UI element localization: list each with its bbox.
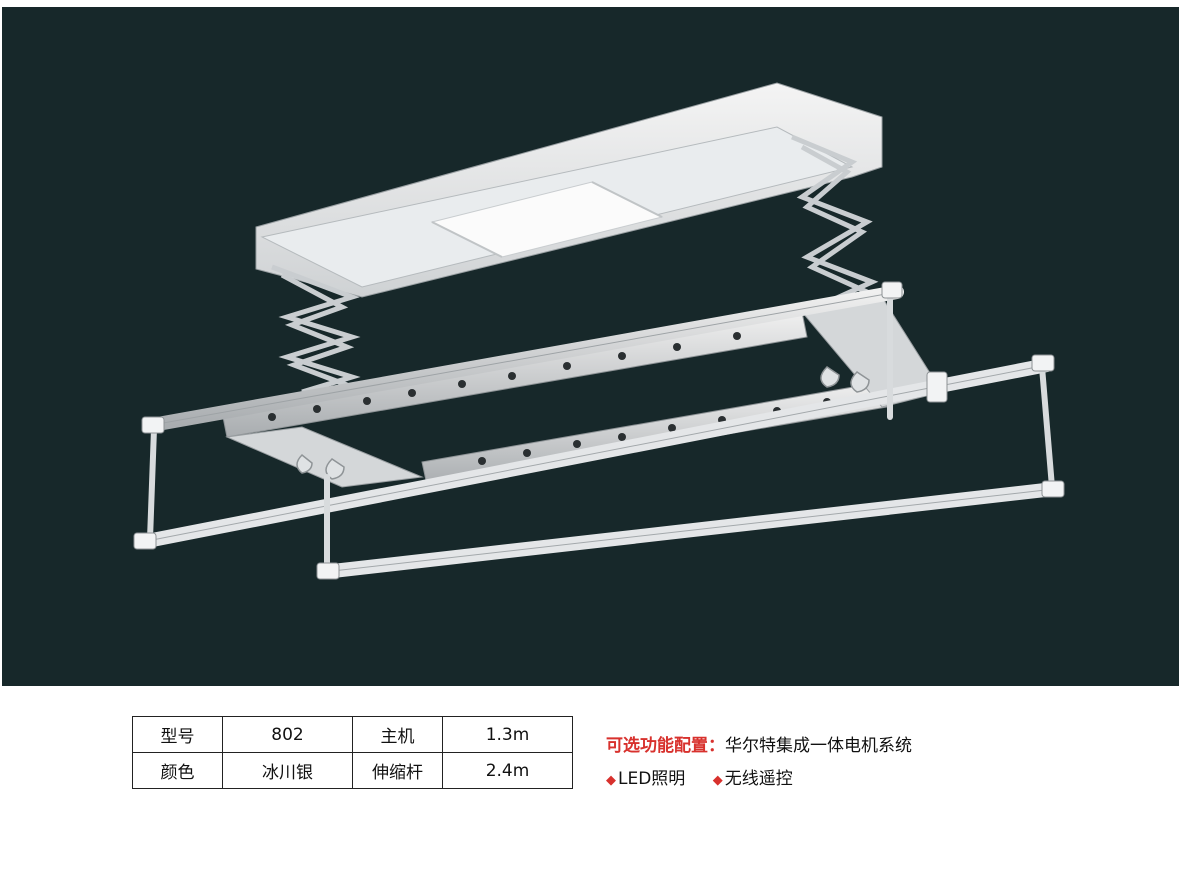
- diamond-bullet-icon: ◆: [606, 773, 616, 788]
- rod-label: 伸缩杆: [352, 752, 443, 789]
- table-row: 颜色 冰川银 伸缩杆 2.4m: [132, 752, 573, 789]
- host-value: 1.3m: [442, 716, 573, 753]
- model-value: 802: [222, 716, 353, 753]
- spec-table: 型号 802 主机 1.3m 颜色 冰川银 伸缩杆 2.4m: [132, 716, 573, 789]
- optional-features: 可选功能配置：华尔特集成一体电机系统 ◆LED照明 ◆无线遥控: [606, 731, 912, 789]
- list-item: ◆无线遥控: [713, 764, 793, 789]
- wireless-remote-text: 无线遥控: [724, 769, 793, 789]
- diamond-bullet-icon: ◆: [712, 773, 723, 788]
- color-value: 冰川银: [222, 752, 353, 789]
- options-list: ◆LED照明 ◆无线遥控: [606, 764, 912, 789]
- list-item: ◆LED照明: [606, 764, 685, 789]
- options-title: 可选功能配置：: [606, 736, 725, 756]
- color-label: 颜色: [132, 752, 223, 789]
- led-lighting-text: LED照明: [618, 769, 686, 789]
- table-row: 型号 802 主机 1.3m: [132, 716, 573, 753]
- options-heading-line: 可选功能配置：华尔特集成一体电机系统: [606, 731, 912, 756]
- rod-value: 2.4m: [442, 752, 573, 789]
- motor-system-text: 华尔特集成一体电机系统: [725, 736, 912, 756]
- drying-rack-icon: [133, 82, 1065, 580]
- host-label: 主机: [352, 716, 443, 753]
- product-image: [2, 7, 1179, 686]
- model-label: 型号: [132, 716, 223, 753]
